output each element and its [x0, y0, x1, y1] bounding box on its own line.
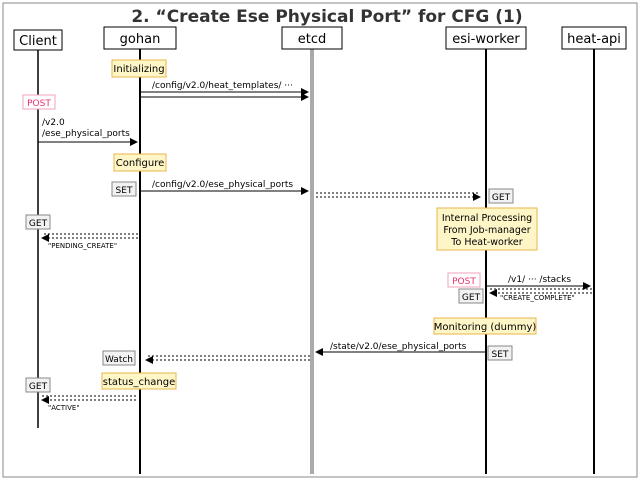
msg-stacks: /v1/ ··· /stacks — [508, 275, 571, 285]
note-monitoring — [433, 317, 537, 335]
note-internal-line3: To Heat-worker — [450, 237, 522, 248]
tag-get-client-1-label: GET — [29, 219, 48, 229]
tag-post-worker-label: POST — [452, 277, 476, 287]
msg-v2-line2: /ese_physical_ports — [42, 129, 130, 139]
note-internal-processing — [436, 207, 538, 251]
note-monitoring-label: Monitoring (dummy) — [434, 322, 537, 333]
tag-post-client-label: POST — [27, 99, 51, 109]
tag-set-gohan-label: SET — [116, 186, 133, 196]
tag-get-client-2-label: GET — [29, 382, 48, 392]
tag-get-worker-2 — [458, 288, 484, 304]
msg-state-ports: /state/v2.0/ese_physical_ports — [330, 342, 467, 352]
actor-client-label: Client — [19, 34, 57, 49]
note-internal-line1: Internal Processing — [442, 213, 532, 224]
tag-get-worker-2-label: GET — [462, 293, 481, 303]
note-status-change — [101, 372, 177, 390]
actor-esi-worker: esi-worker — [445, 26, 527, 50]
note-initializing-label: Initializing — [113, 64, 164, 75]
tag-set-worker-label: SET — [492, 350, 509, 360]
actor-etcd-label: etcd — [298, 32, 327, 47]
tag-post-worker — [447, 272, 481, 288]
msg-config-ports: /config/v2.0/ese_physical_ports — [152, 180, 293, 190]
tag-post-client — [22, 94, 56, 110]
msg-active: "ACTIVE" — [48, 404, 80, 412]
actor-heat-api-label: heat-api — [567, 32, 621, 47]
note-initializing — [111, 59, 167, 78]
tag-watch — [102, 350, 136, 366]
msg-pending: "PENDING_CREATE" — [48, 242, 117, 250]
note-configure — [113, 153, 167, 172]
msg-v2-line1: /v2.0 — [42, 118, 65, 128]
actor-heat-api: heat-api — [561, 26, 627, 50]
tag-set-worker — [487, 345, 513, 361]
note-configure-label: Configure — [116, 158, 164, 169]
msg-create-complete: "CREATE_COMPLETE" — [500, 294, 575, 302]
msg-heat-templates: /config/v2.0/heat_templates/ ··· — [152, 81, 293, 91]
diagram-title: 2. “Create Ese Physical Port” for CFG (1… — [131, 7, 522, 27]
tag-get-worker-label: GET — [492, 193, 511, 203]
actor-client: Client — [13, 29, 63, 51]
tag-get-worker — [488, 188, 514, 204]
tag-watch-label: Watch — [105, 355, 133, 365]
tag-set-gohan — [111, 181, 137, 197]
actor-gohan-label: gohan — [120, 32, 161, 47]
actor-esi-worker-label: esi-worker — [452, 32, 520, 47]
actor-gohan: gohan — [103, 26, 177, 50]
tag-get-client-1 — [25, 214, 51, 230]
note-status-change-label: status_change — [103, 377, 176, 388]
tag-get-client-2 — [25, 377, 51, 393]
actor-etcd: etcd — [281, 26, 343, 50]
note-internal-line2: From Job-manager — [443, 225, 530, 236]
